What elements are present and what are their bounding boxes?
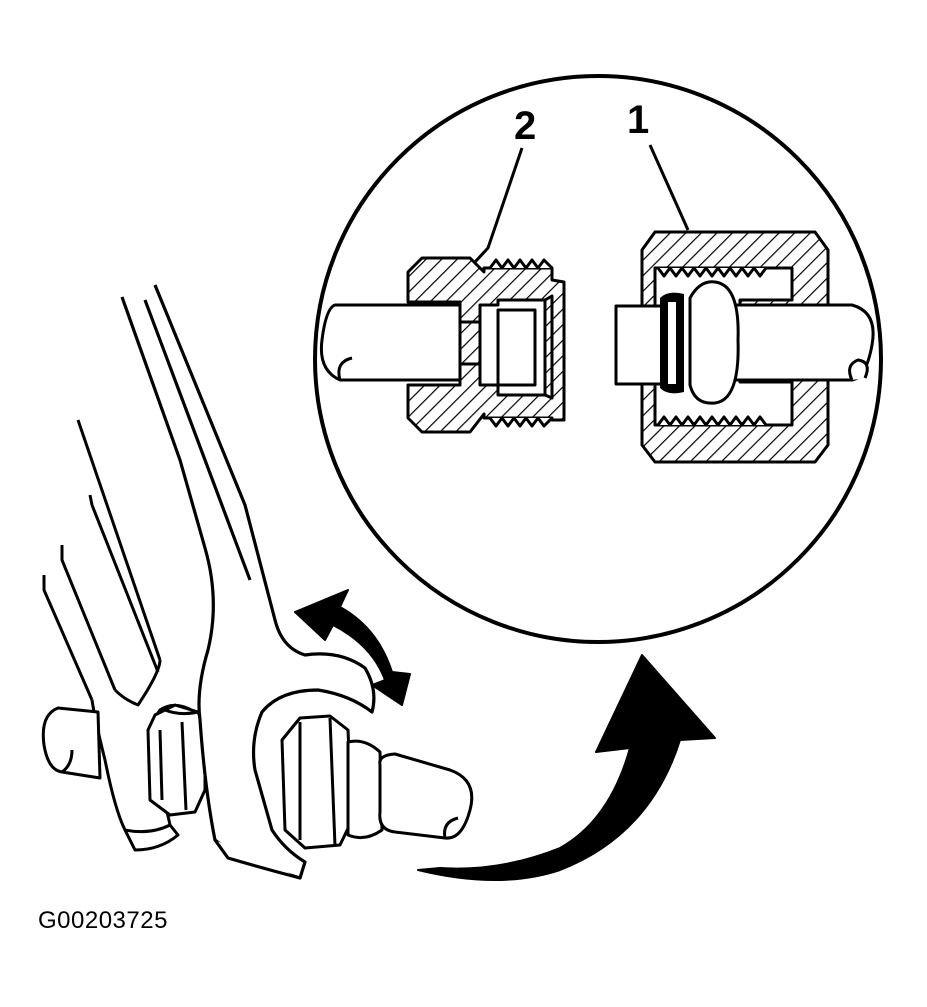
left-pipe (41, 706, 102, 780)
turning-wrench (120, 284, 376, 880)
rotation-arrow (294, 589, 411, 706)
holding-wrench (42, 419, 207, 852)
o-ring (660, 292, 684, 394)
detail-circle (313, 74, 883, 644)
fitting-pipe (346, 739, 474, 840)
figure-id: G00203725 (38, 907, 168, 934)
callout-leaders (473, 144, 690, 264)
leader-2 (473, 147, 524, 264)
fitting-hex-nut (280, 714, 354, 850)
callout-label-2: 2 (514, 104, 537, 148)
part-2-male-fitting (406, 256, 566, 434)
detail-right-tube (614, 280, 875, 405)
leader-1 (648, 144, 690, 231)
detail-arrow (417, 654, 716, 881)
left-hex-nut (146, 703, 207, 817)
callout-label-1: 1 (627, 98, 650, 142)
